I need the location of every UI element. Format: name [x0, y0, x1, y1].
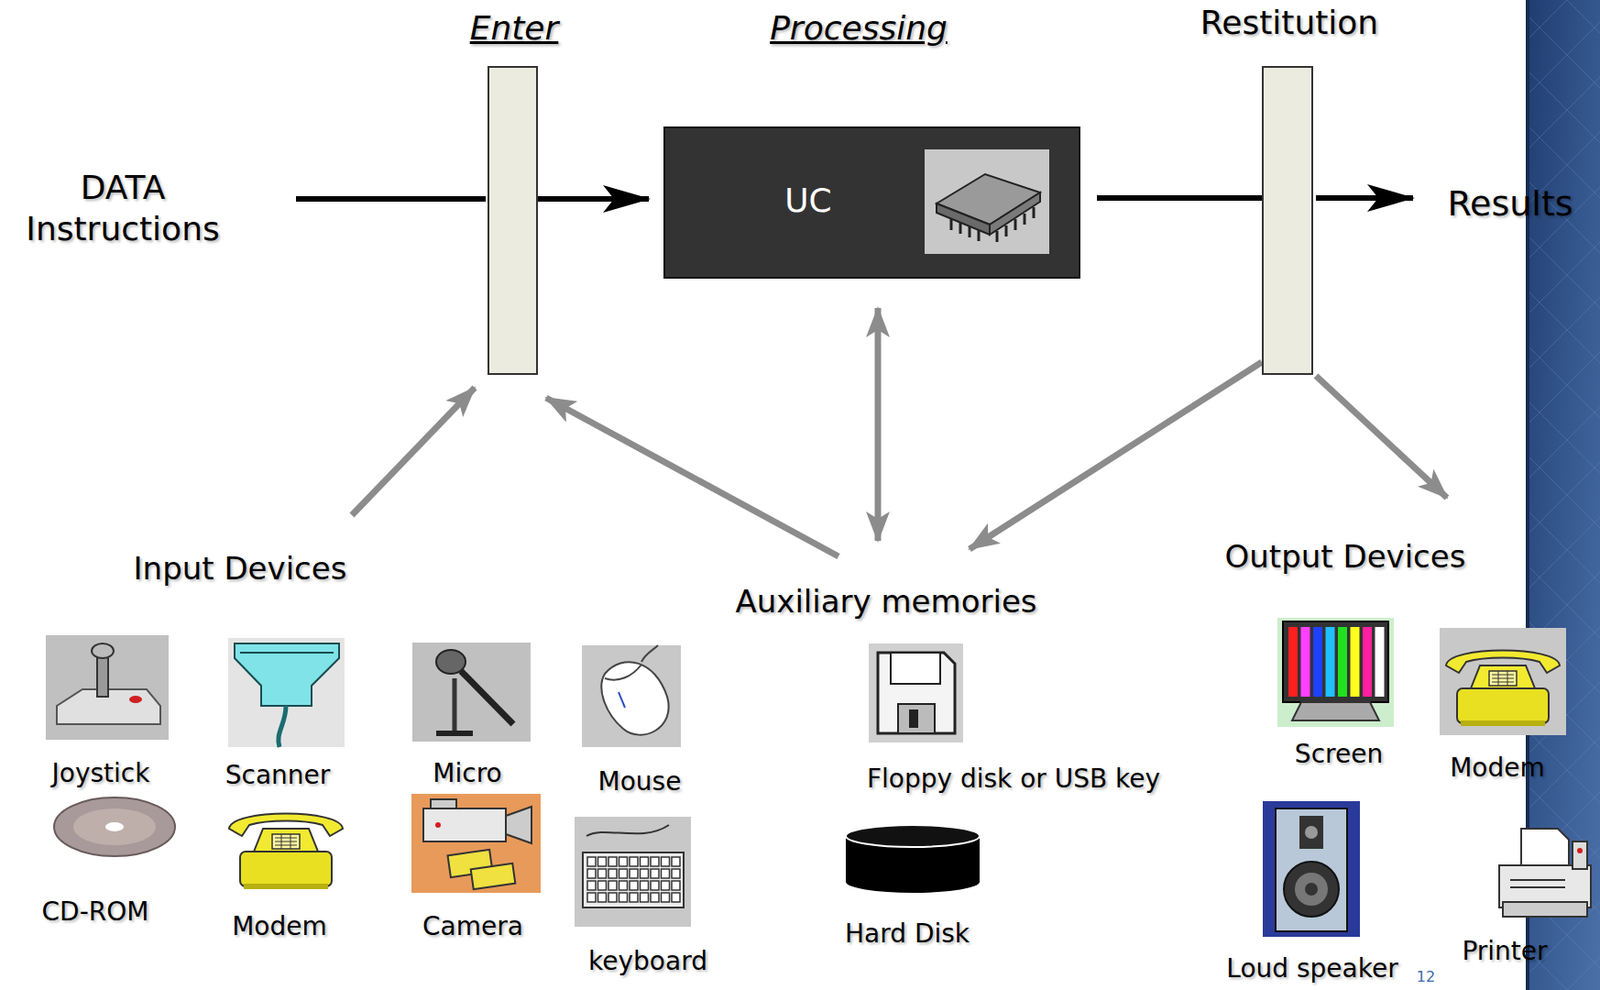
flow-arrow [537, 196, 649, 202]
device-caption: Micro [432, 756, 502, 790]
output-result-label: Results [1446, 182, 1573, 227]
device-caption: Joystick [52, 756, 151, 790]
input-data-label: DATA Instructions [16, 166, 230, 250]
stage-heading: Restitution [1200, 3, 1379, 42]
device-caption: Hard Disk [844, 917, 970, 950]
device-caption: Loud speaker [1226, 952, 1398, 985]
stage-heading: Enter [470, 9, 559, 47]
processing-unit-box: ProcessingUC [663, 126, 1081, 279]
device-caption: Modem [231, 909, 328, 943]
device-caption: Modem [1449, 751, 1546, 784]
output-bar: Restitution [1261, 65, 1314, 375]
device-caption: Camera [422, 909, 524, 943]
flow-arrow [1096, 195, 1262, 201]
device-caption: Floppy disk or USB key [866, 762, 1161, 795]
slide-number: 12 [1416, 967, 1436, 987]
stage-heading: Processing [769, 9, 948, 47]
device-caption: Printer [1461, 934, 1547, 967]
device-caption: Screen [1294, 737, 1383, 770]
group-heading: Auxiliary memories [734, 581, 1037, 622]
device-caption: Mouse [598, 765, 682, 798]
device-caption: Scanner [225, 758, 331, 791]
group-heading: Output Devices [1225, 536, 1467, 577]
device-caption: CD-ROM [42, 895, 150, 928]
group-heading: Input Devices [133, 548, 348, 589]
input-bar: Enter [487, 65, 538, 375]
device-caption: keyboard [588, 944, 708, 977]
unit-label: UC [784, 181, 833, 220]
